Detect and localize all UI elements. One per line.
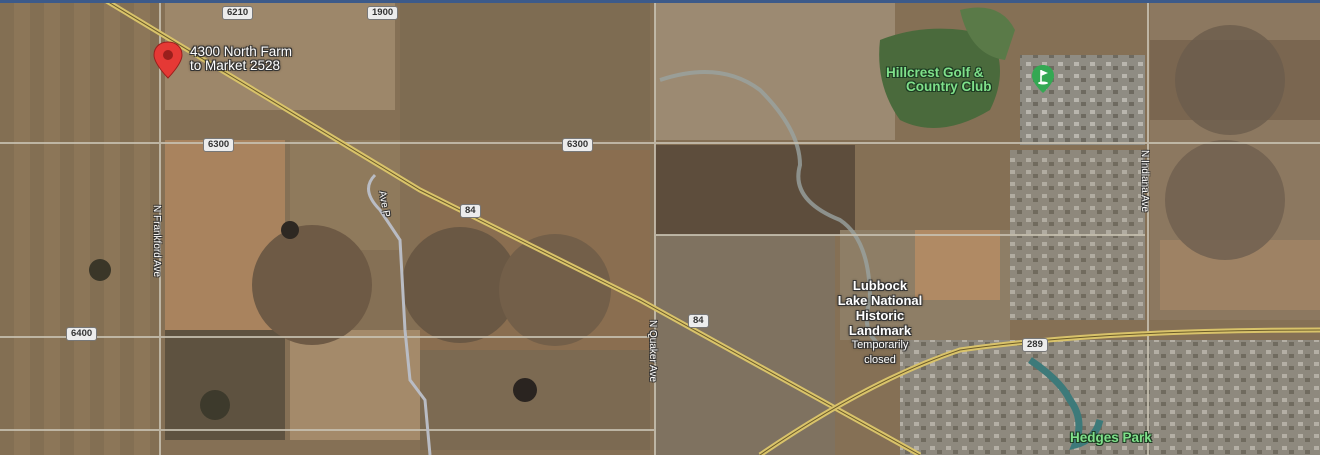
field-south-center [420,350,650,450]
place-label-hedges-park[interactable]: Hedges Park [1070,431,1152,445]
dark-spot-3 [89,259,111,281]
highway-289-edge [759,329,1320,455]
field-tan-3 [915,230,1000,300]
field-dark-1 [165,330,285,440]
road-shield-84-north: 84 [460,204,481,218]
place-label-lubbock-lake-line1: Lubbock [852,278,908,293]
road-shield-84-south: 84 [688,314,709,328]
pivot-circle-3 [499,234,611,346]
field-dark-3 [655,145,855,235]
road-shield-1900: 1900 [367,6,399,20]
dark-spot-1 [513,378,537,402]
golf-course-green [879,28,1000,129]
field-north-1 [165,0,395,110]
place-label-lubbock-lake-line4: Landmark [848,323,912,338]
place-label-lubbock-lake-line2: Lake National [837,293,923,308]
place-label-lubbock-lake-line3: Historic [855,308,905,323]
pivot-circle-2 [402,227,518,343]
place-label-hillcrest-line1: Hillcrest Golf & [886,65,984,80]
street-label-frankford: N Frankford Ave [151,205,162,278]
street-label-indiana: N Indiana Ave [1139,150,1150,213]
dark-spot-4 [200,390,230,420]
field-west [0,0,160,455]
road-shield-6400: 6400 [66,327,98,341]
avenue-p-road [367,173,432,455]
pin-label: 4300 North Farm to Market 2528 [190,45,292,73]
place-label-hedges-park-text: Hedges Park [1070,430,1152,445]
drainage-channel [659,70,882,347]
pin-label-line1: 4300 North Farm [190,44,293,59]
road-shield-6210: 6210 [222,6,254,20]
location-pin[interactable] [150,40,186,85]
place-status-line2: closed [864,354,896,366]
top-border [0,0,1320,3]
field-mid [655,0,895,140]
dark-spot-2 [281,221,299,239]
pivot-circle-4 [1165,140,1285,260]
road-shield-289: 289 [1022,338,1048,352]
place-label-hillcrest[interactable]: Hillcrest Golf & Country Club [886,66,992,94]
highway-84-edge [104,0,921,455]
place-label-hillcrest-line2: Country Club [906,79,992,94]
pin-label-line2: to Market 2528 [190,58,281,73]
pivot-circle-5 [1175,25,1285,135]
road-shield-6300-west: 6300 [203,138,235,152]
golf-course-green-2 [960,7,1015,60]
road-shield-6300-east: 6300 [562,138,594,152]
town-south [900,340,1320,455]
place-label-lubbock-lake[interactable]: Lubbock Lake National Historic Landmark … [800,278,960,368]
pivot-circle-1 [252,225,372,345]
field-dark-2 [290,330,420,440]
map-pin-icon [153,41,183,79]
golf-icon[interactable] [1030,64,1056,93]
field-south-mid [655,235,835,455]
street-label-quaker: N Quaker Ave [647,320,658,383]
field-north-2 [400,0,650,140]
river [1028,357,1104,451]
place-status-line1: Temporarily [851,339,909,351]
